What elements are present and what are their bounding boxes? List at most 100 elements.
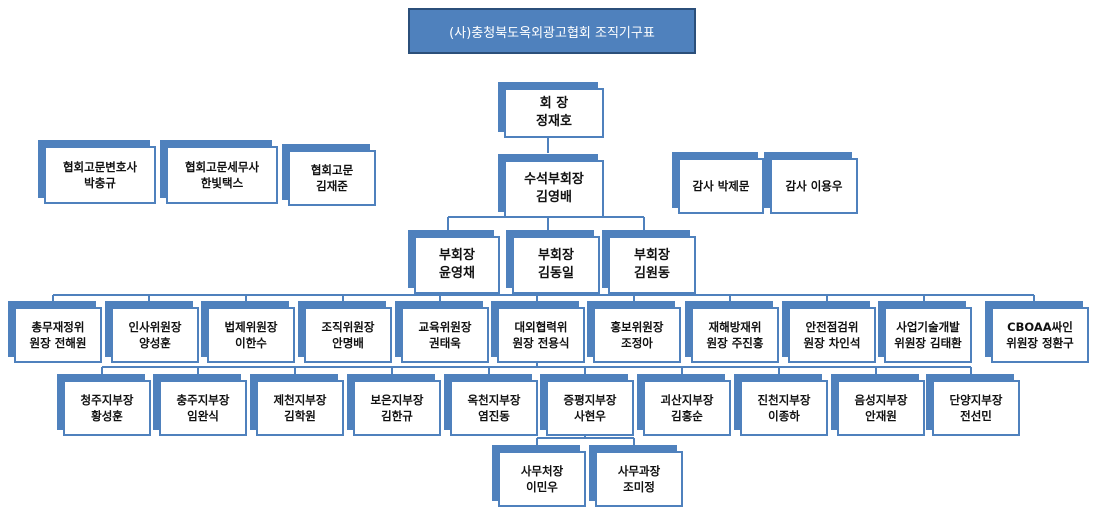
box-face: 회 장 정재호 (504, 88, 604, 138)
box-label: 진천지부장 이종하 (757, 392, 811, 423)
box-face: 사업기술개발 위원장 김태환 (884, 307, 972, 363)
box-label: 인사위원장 양성훈 (128, 319, 182, 350)
branch-box: 보은지부장 김한규 (347, 374, 441, 436)
box-label: 괴산지부장 김홍순 (660, 392, 714, 423)
box-label: 부회장 김동일 (538, 247, 574, 281)
box-face: 감사 이용우 (770, 158, 858, 214)
box-face: CBOAA싸인 위원장 정환구 (991, 307, 1089, 363)
branch-box: 제천지부장 김학원 (250, 374, 344, 436)
box-label: CBOAA싸인 위원장 정환구 (1006, 319, 1074, 350)
box-label: 총무재정위 원장 전해원 (29, 319, 87, 350)
box-label: 회 장 정재호 (536, 95, 572, 129)
branch-box: 옥천지부장 염진동 (444, 374, 538, 436)
box-face: 증평지부장 사현우 (546, 380, 634, 436)
box-label: 안전점검위 원장 차인석 (803, 319, 861, 350)
chart-title: (사)충청북도옥외광고협회 조직기구표 (408, 8, 696, 54)
vp-box-1: 부회장 윤영채 (408, 230, 500, 294)
box-label: 감사 박제문 (692, 178, 750, 193)
box-face: 사무처장 이민우 (498, 451, 586, 507)
box-label: 협회고문변호사 박충규 (62, 159, 138, 190)
committee-box: 재해방재위 원장 주진홍 (685, 301, 779, 363)
box-label: 단양지부장 전선민 (949, 392, 1003, 423)
advisor-lawyer-box: 협회고문변호사 박충규 (38, 140, 156, 204)
auditor-box-1: 감사 박제문 (672, 152, 764, 214)
committee-box: 안전점검위 원장 차인석 (782, 301, 876, 363)
box-label: 수석부회장 김영배 (524, 171, 584, 205)
auditor-box-2: 감사 이용우 (764, 152, 858, 214)
box-face: 사무과장 조미정 (595, 451, 683, 507)
president-box: 회 장 정재호 (498, 82, 604, 138)
box-label: 대외협력위 원장 전용식 (512, 319, 570, 350)
committee-box: 법제위원장 이한수 (201, 301, 295, 363)
box-label: 감사 이용우 (785, 178, 843, 193)
committee-box: 대외협력위 원장 전용식 (491, 301, 585, 363)
box-face: 충주지부장 임완식 (159, 380, 247, 436)
vp-box-2: 부회장 김동일 (506, 230, 600, 294)
box-face: 안전점검위 원장 차인석 (788, 307, 876, 363)
box-face: 제천지부장 김학원 (256, 380, 344, 436)
box-face: 홍보위원장 조정아 (593, 307, 681, 363)
box-face: 조직위원장 안명배 (304, 307, 392, 363)
committee-box: 총무재정위 원장 전해원 (8, 301, 102, 363)
advisor-tax-box: 협회고문세무사 한빛택스 (160, 140, 278, 204)
secretary-general-box: 사무처장 이민우 (492, 445, 586, 507)
box-label: 협회고문세무사 한빛택스 (184, 159, 260, 190)
box-face: 옥천지부장 염진동 (450, 380, 538, 436)
senior-vp-box: 수석부회장 김영배 (498, 154, 604, 218)
branch-box: 음성지부장 안재원 (831, 374, 925, 436)
box-label: 증평지부장 사현우 (563, 392, 617, 423)
box-label: 법제위원장 이한수 (224, 319, 278, 350)
branch-box: 단양지부장 전선민 (926, 374, 1020, 436)
committee-box: 사업기술개발 위원장 김태환 (878, 301, 972, 363)
box-label: 재해방재위 원장 주진홍 (706, 319, 764, 350)
secretary-manager-box: 사무과장 조미정 (589, 445, 683, 507)
box-label: 부회장 김원동 (634, 247, 670, 281)
box-label: 홍보위원장 조정아 (610, 319, 664, 350)
box-label: 부회장 윤영채 (439, 247, 475, 281)
box-label: 사업기술개발 위원장 김태환 (894, 319, 962, 350)
committee-box: 인사위원장 양성훈 (105, 301, 199, 363)
committee-box: CBOAA싸인 위원장 정환구 (985, 301, 1089, 363)
branch-box: 청주지부장 황성훈 (57, 374, 151, 436)
branch-box: 충주지부장 임완식 (153, 374, 247, 436)
box-label: 충주지부장 임완식 (176, 392, 230, 423)
box-label: 음성지부장 안재원 (854, 392, 908, 423)
box-face: 재해방재위 원장 주진홍 (691, 307, 779, 363)
box-face: 협회고문 김재준 (288, 150, 376, 206)
box-label: 사무처장 이민우 (520, 463, 564, 494)
box-face: 부회장 김동일 (512, 236, 600, 294)
box-label: 청주지부장 황성훈 (80, 392, 134, 423)
box-label: 협회고문 김재준 (310, 162, 354, 193)
box-face: 대외협력위 원장 전용식 (497, 307, 585, 363)
box-face: 보은지부장 김한규 (353, 380, 441, 436)
box-face: 수석부회장 김영배 (504, 160, 604, 218)
box-face: 총무재정위 원장 전해원 (14, 307, 102, 363)
box-face: 감사 박제문 (678, 158, 764, 214)
box-label: 제천지부장 김학원 (273, 392, 327, 423)
box-face: 단양지부장 전선민 (932, 380, 1020, 436)
branch-box: 진천지부장 이종하 (734, 374, 828, 436)
committee-box: 조직위원장 안명배 (298, 301, 392, 363)
box-face: 협회고문세무사 한빛택스 (166, 146, 278, 204)
branch-box: 증평지부장 사현우 (540, 374, 634, 436)
box-face: 음성지부장 안재원 (837, 380, 925, 436)
box-face: 괴산지부장 김홍순 (643, 380, 731, 436)
box-face: 청주지부장 황성훈 (63, 380, 151, 436)
box-face: 부회장 김원동 (608, 236, 696, 294)
committee-box: 홍보위원장 조정아 (587, 301, 681, 363)
box-face: 법제위원장 이한수 (207, 307, 295, 363)
box-label: 조직위원장 안명배 (321, 319, 375, 350)
box-label: 옥천지부장 염진동 (467, 392, 521, 423)
box-label: 교육위원장 권태욱 (418, 319, 472, 350)
vp-box-3: 부회장 김원동 (602, 230, 696, 294)
box-label: 보은지부장 김한규 (370, 392, 424, 423)
box-face: 협회고문변호사 박충규 (44, 146, 156, 204)
box-face: 인사위원장 양성훈 (111, 307, 199, 363)
box-face: 진천지부장 이종하 (740, 380, 828, 436)
committee-box: 교육위원장 권태욱 (395, 301, 489, 363)
box-face: 교육위원장 권태욱 (401, 307, 489, 363)
branch-box: 괴산지부장 김홍순 (637, 374, 731, 436)
advisor-box: 협회고문 김재준 (282, 144, 376, 206)
box-label: 사무과장 조미정 (617, 463, 661, 494)
